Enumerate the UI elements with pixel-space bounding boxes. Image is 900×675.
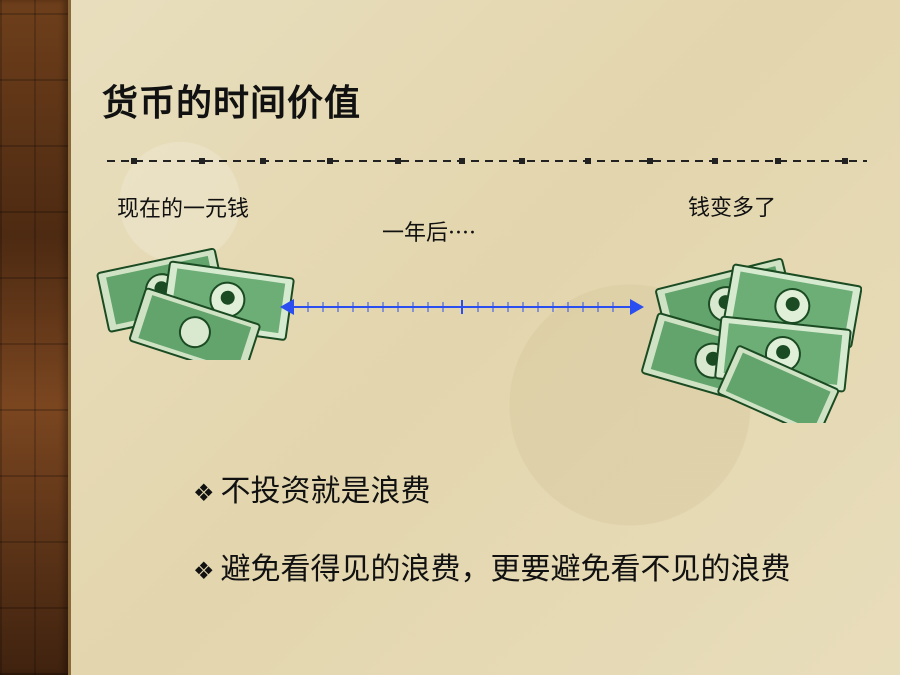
slide-title: 货币的时间价值: [102, 83, 362, 124]
label-current-money: 现在的一元钱: [117, 197, 250, 222]
bullet-text: 不投资就是浪费: [220, 474, 431, 509]
decorative-leaf-strip: [0, 0, 71, 675]
diamond-bullet-icon: ❖: [193, 557, 215, 585]
timeline-arrow: [280, 299, 644, 315]
label-one-year-later: 一年后····: [382, 221, 476, 246]
bullet-text: 避免看得见的浪费，更要避免看不见的浪费: [220, 552, 791, 587]
diamond-bullet-icon: ❖: [193, 479, 215, 507]
dashed-divider: [107, 158, 867, 164]
bullet-item: ❖不投资就是浪费: [193, 470, 431, 515]
money-stack-icon: [96, 247, 295, 360]
bullet-item: ❖避免看得见的浪费，更要避免看不见的浪费: [193, 548, 803, 593]
label-money-increased: 钱变多了: [688, 196, 777, 221]
money-stack-large-icon: [641, 257, 862, 423]
